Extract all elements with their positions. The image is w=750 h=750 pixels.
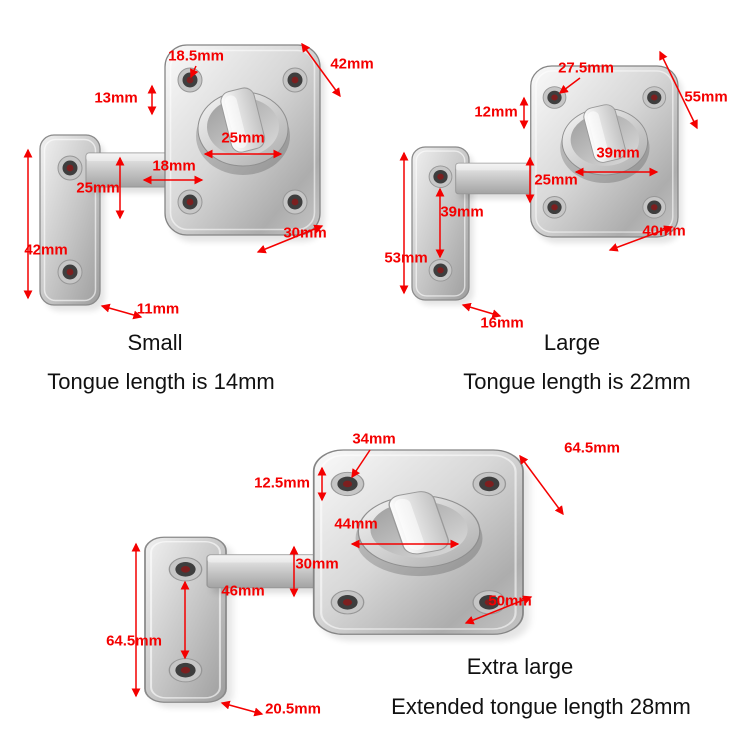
dimension-label-knob-top-gap: 12mm <box>474 103 518 121</box>
dimension-label-body-height: 64.5mm <box>564 439 620 457</box>
tongue-note-large: Tongue length is 22mm <box>463 369 691 394</box>
dimension-arrows-large <box>399 50 698 319</box>
dimension-label-plate-width: 16mm <box>480 314 524 332</box>
dimension-label-knob-top-gap: 12.5mm <box>254 474 310 492</box>
dimension-label-plate-width: 20.5mm <box>265 700 321 718</box>
dimension-arrows-extra-large <box>131 449 564 717</box>
dimension-label-plate-height: 53mm <box>384 249 428 267</box>
dimension-label-plate-hole-spacing: 39mm <box>440 203 484 221</box>
dimension-arrows-small <box>23 42 341 320</box>
dimension-label-tongue-length: 25mm <box>534 171 578 189</box>
dimension-label-knob-diameter: 44mm <box>334 515 378 533</box>
dimension-label-plate-hole-spacing: 25mm <box>76 179 120 197</box>
dimension-label-top-hole-spacing: 34mm <box>352 430 396 448</box>
dimension-label-plate-height: 64.5mm <box>106 632 162 650</box>
size-caption-small: Small <box>127 330 183 355</box>
dimension-label-body-width: 40mm <box>642 222 686 240</box>
dimension-label-top-hole-spacing: 18.5mm <box>168 47 224 65</box>
dimension-label-knob-top-gap: 13mm <box>94 89 138 107</box>
dimension-label-plate-width: 11mm <box>136 300 180 318</box>
tongue-note-small: Tongue length is 14mm <box>47 369 275 394</box>
size-caption-extra-large: Extra large <box>466 654 574 679</box>
dimension-label-plate-hole-spacing: 46mm <box>221 582 265 600</box>
dimension-label-top-hole-spacing: 27.5mm <box>558 59 614 77</box>
dimension-label-body-width: 50mm <box>488 592 532 610</box>
dimension-label-body-height: 42mm <box>330 55 374 73</box>
size-caption-large: Large <box>543 330 601 355</box>
dimension-label-tongue-length: 18mm <box>152 157 196 175</box>
dimension-label-tongue-length: 30mm <box>295 555 339 573</box>
tongue-note-extra-large: Extended tongue length 28mm <box>391 694 691 719</box>
latch-assembly-small <box>40 45 325 311</box>
dimension-label-body-width: 30mm <box>283 224 327 242</box>
dimension-label-knob-diameter: 25mm <box>221 129 265 147</box>
dimension-label-plate-height: 42mm <box>24 241 68 259</box>
dimension-label-body-height: 55mm <box>684 88 728 106</box>
dimension-label-knob-diameter: 39mm <box>596 144 640 162</box>
